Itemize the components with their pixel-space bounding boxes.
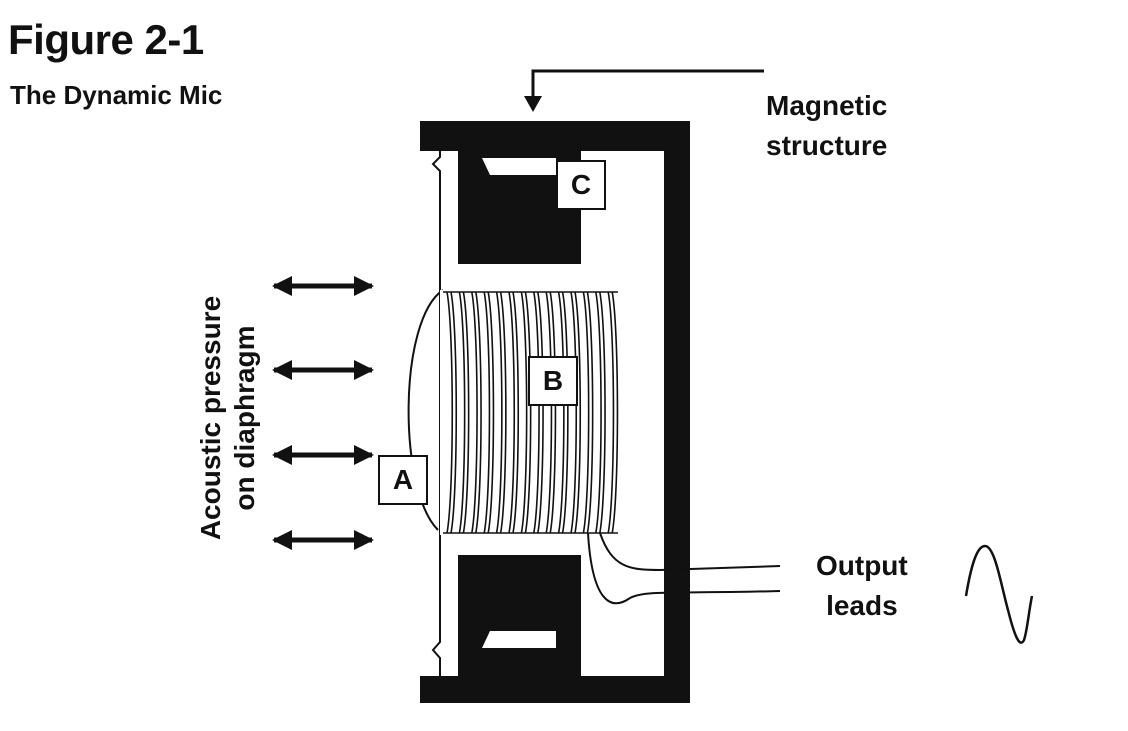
coil-turn: [549, 291, 557, 534]
callout-a: A: [378, 455, 428, 505]
coil-turn: [446, 291, 454, 534]
output-leads: [587, 532, 781, 605]
magnetic-housing: [420, 121, 690, 703]
coil-turn: [574, 291, 582, 534]
coil-turn: [471, 291, 478, 534]
coil-turn: [557, 291, 565, 534]
acoustic-label-line1: Acoustic pressure: [195, 295, 226, 541]
acoustic-label-line2: on diaphragm: [229, 325, 260, 511]
callout-b: B: [528, 356, 578, 406]
output-leads-label: Output leads: [816, 546, 908, 626]
coil-turn: [561, 291, 569, 534]
coil-turn: [499, 291, 507, 534]
lower-pole-piece: [458, 555, 581, 676]
coil-turn: [533, 291, 540, 534]
coil-turn: [599, 291, 606, 534]
magnetic-structure-arrow: [524, 69, 764, 112]
output-label-line1: Output: [816, 550, 908, 581]
coil-turn: [520, 291, 528, 534]
voice-coil: [440, 290, 619, 535]
acoustic-pressure-arrows: [272, 276, 374, 550]
figure-title: Figure 2-1: [8, 16, 204, 63]
magnetic-label-line2: structure: [766, 130, 888, 161]
diaphragm: [407, 151, 444, 676]
coil-turn: [458, 291, 466, 534]
coil-turn: [586, 291, 594, 534]
output-waveform: [964, 544, 1034, 644]
coil-turn: [611, 291, 619, 534]
coil-turn: [512, 291, 520, 534]
coil-turn: [545, 291, 553, 534]
coil-turn: [450, 291, 458, 534]
coil-turn: [570, 291, 578, 534]
coil-turn: [595, 291, 602, 534]
coil-turn: [582, 291, 590, 534]
output-label-line2: leads: [826, 590, 898, 621]
coil-turn: [462, 291, 470, 534]
coil-turn: [483, 291, 491, 534]
coil-turn: [487, 291, 495, 534]
magnetic-structure-label: Magnetic structure: [766, 86, 887, 166]
coil-turn: [524, 291, 532, 534]
coil-turn: [495, 291, 503, 534]
coil-turn: [508, 291, 516, 534]
callout-c: C: [556, 160, 606, 210]
magnetic-label-line1: Magnetic: [766, 90, 888, 121]
coil-turn: [607, 291, 615, 534]
coil-turn: [537, 291, 544, 534]
coil-turn: [475, 291, 482, 534]
figure-subtitle: The Dynamic Mic: [10, 80, 223, 110]
